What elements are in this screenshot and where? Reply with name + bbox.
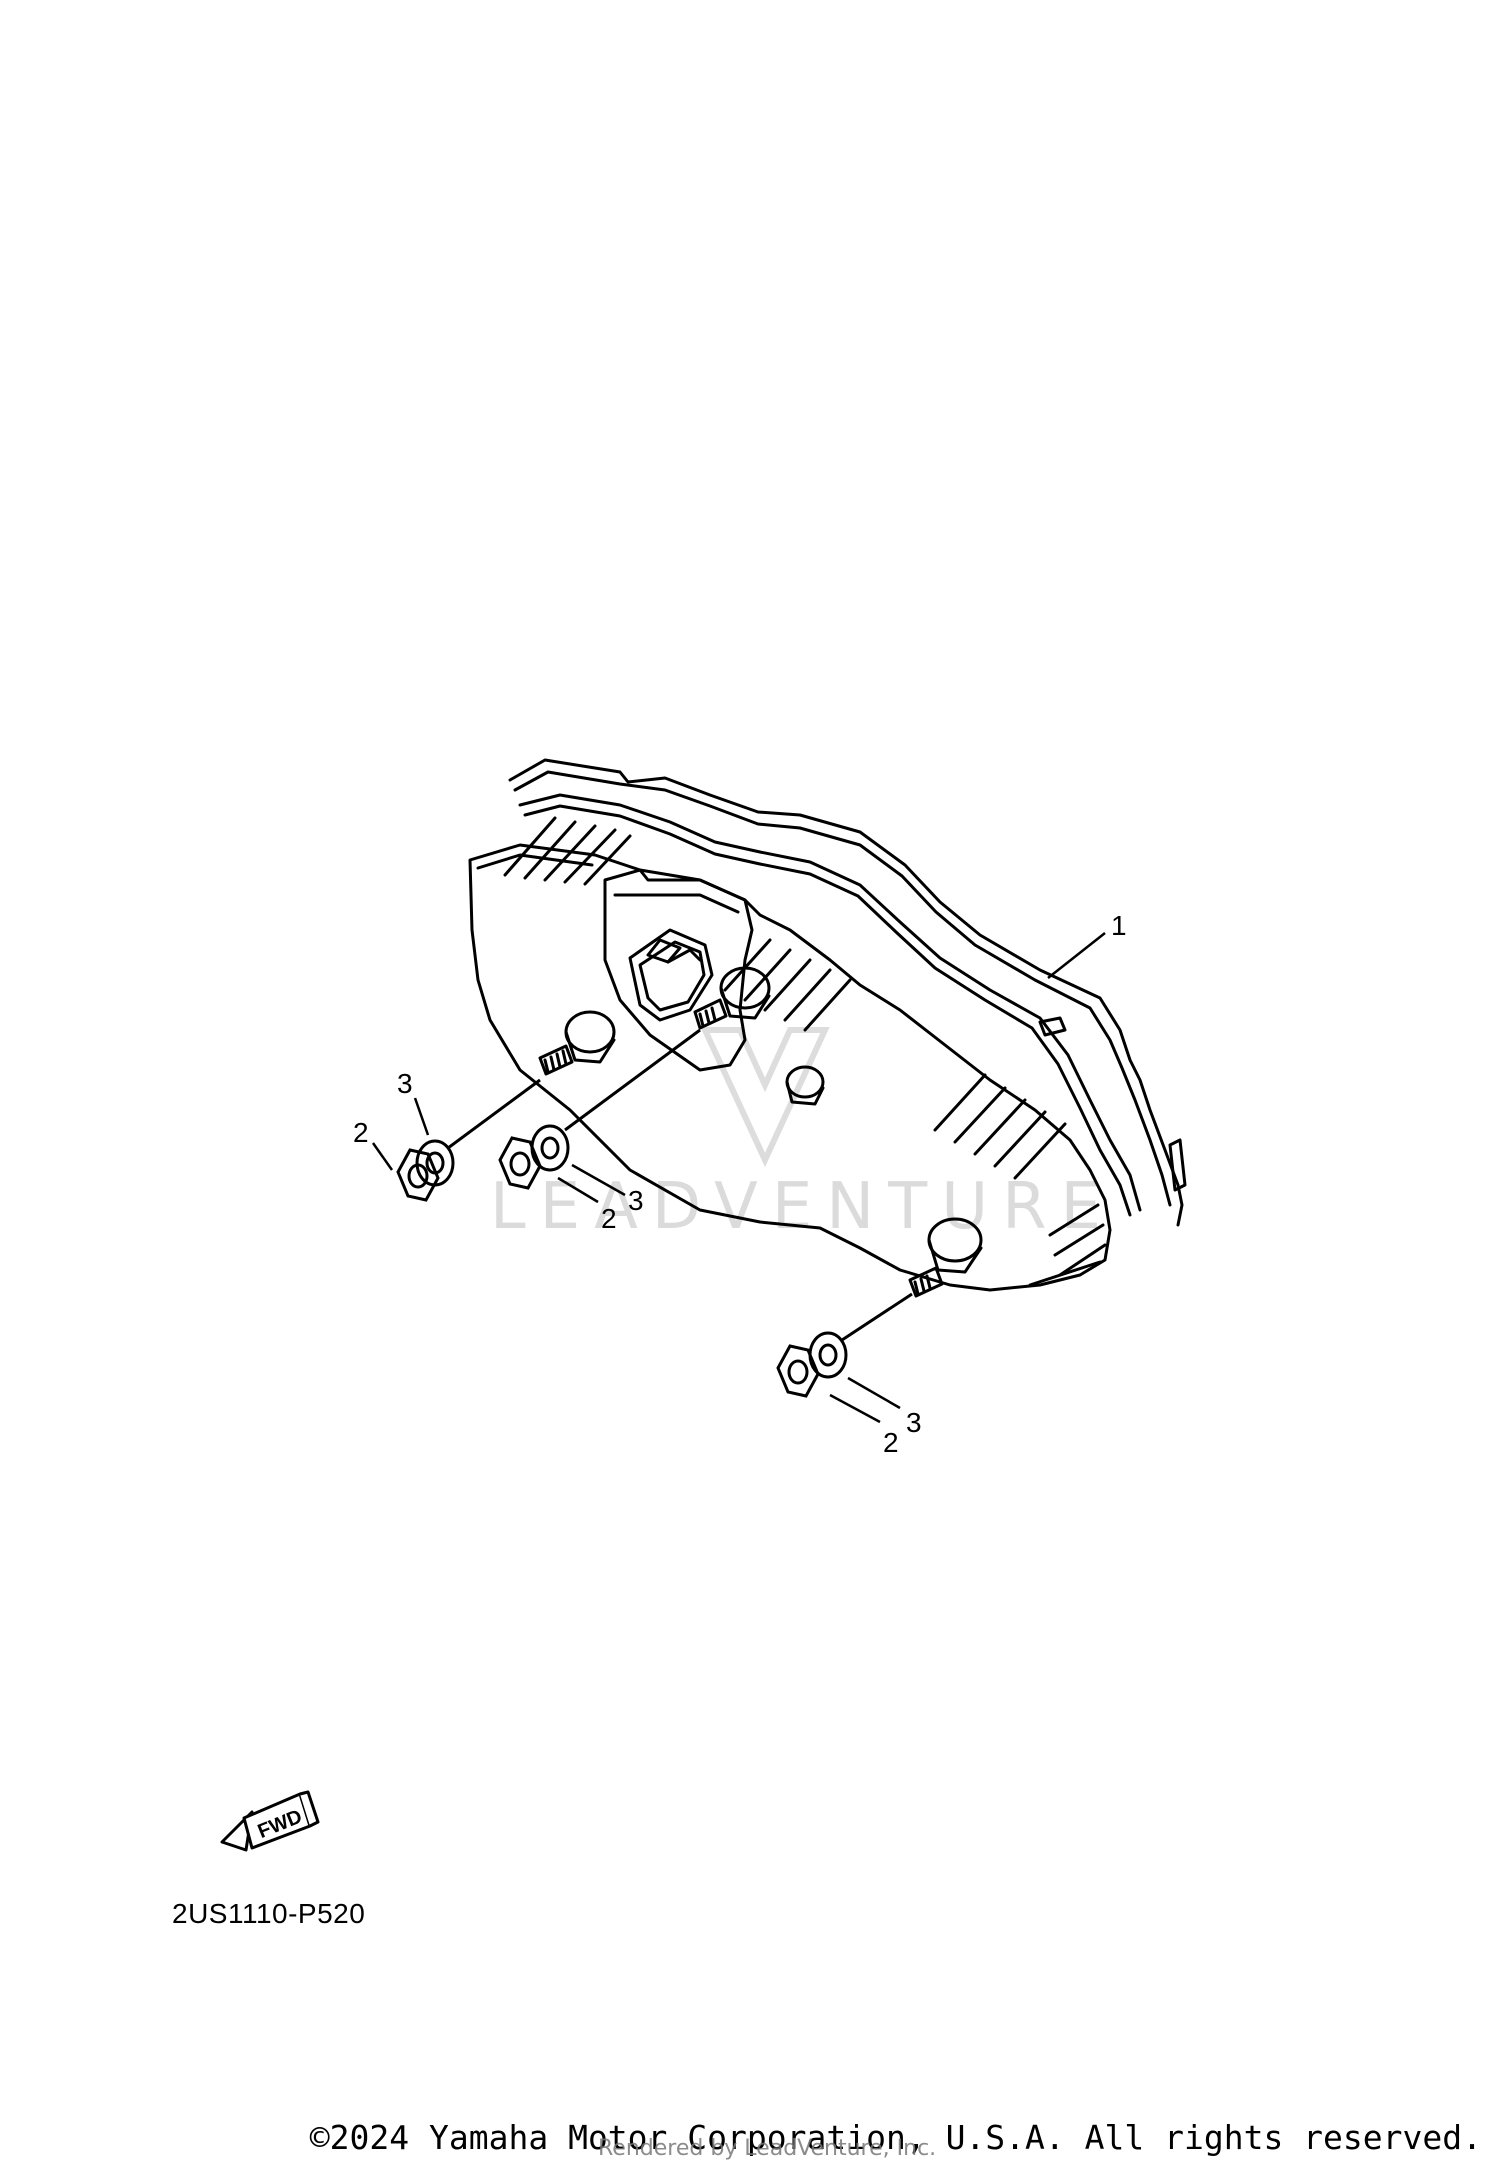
callout-3-middle: 3 (628, 1185, 644, 1216)
drawing-code: 2US1110-P520 (172, 1898, 366, 1929)
callout-3-right: 3 (906, 1407, 922, 1438)
copyright-notice: ©2024 Yamaha Motor Corporation, U.S.A. A… (309, 2118, 1482, 2157)
svg-text:LEADVENTURE: LEADVENTURE (490, 1170, 1115, 1244)
callout-3-left: 3 (397, 1068, 413, 1099)
rendered-by-notice: Rendered by LeadVenture, Inc. (598, 2136, 937, 2161)
callout-2-right: 2 (883, 1427, 899, 1458)
fastener-set-middle (498, 1028, 701, 1190)
leadventure-watermark: LEADVENTURE (490, 1027, 1115, 1244)
callout-2-middle: 2 (601, 1203, 617, 1234)
fastener-set-right (776, 1292, 913, 1398)
fastener-set-left (396, 1078, 541, 1202)
meter-assembly (468, 758, 1187, 1298)
fwd-arrow-icon: FWD (220, 1790, 320, 1852)
leader-lines (371, 932, 1106, 1424)
callout-2-left: 2 (353, 1117, 369, 1148)
callout-1: 1 (1111, 910, 1127, 941)
